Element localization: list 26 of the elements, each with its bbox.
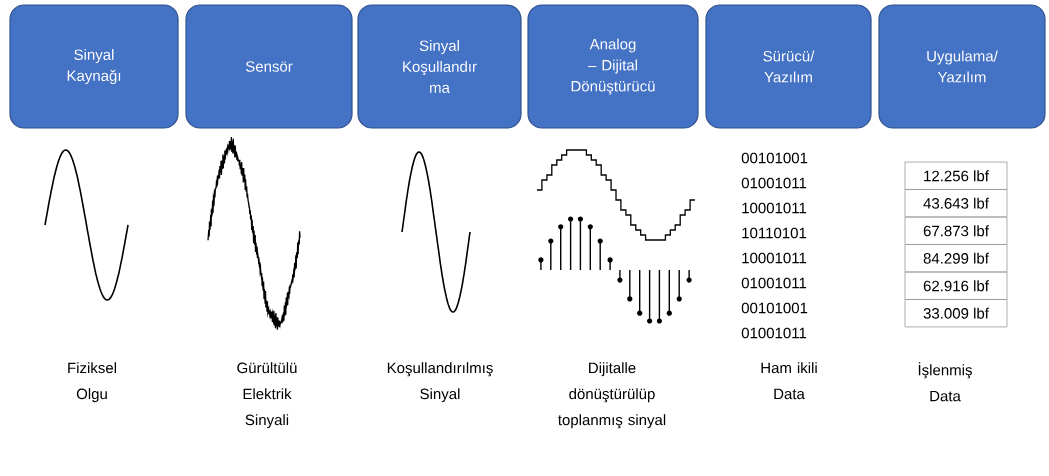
table-cell: 12.256 lbf <box>904 161 1008 190</box>
table-cell: 84.299 lbf <box>904 244 1008 273</box>
caption: Dijitalle dönüştürülüp toplanmış sinyal <box>558 362 666 429</box>
binary-value: 01001011 <box>741 327 807 339</box>
caption: İşlenmiş Data <box>918 362 972 402</box>
table-cell: 33.009 lbf <box>904 299 1008 328</box>
binary-value: 10001011 <box>742 252 807 264</box>
table-cell: 43.643 lbf <box>904 189 1008 218</box>
binary-value: 10110101 <box>742 227 807 239</box>
table-cell: 62.916 lbf <box>904 271 1008 300</box>
binary-value: 00101001 <box>741 302 808 314</box>
binary-value: 00101001 <box>741 152 808 164</box>
process-box: Uygulama/ Yazılım <box>878 4 1046 129</box>
process-box: Sinyal Koşullandır ma <box>357 4 522 129</box>
binary-value: 01001011 <box>741 177 807 189</box>
process-box: Sinyal Kaynağı <box>9 4 179 129</box>
binary-value: 01001011 <box>741 277 807 289</box>
caption: Fiziksel Olgu <box>68 362 116 403</box>
process-box: Sürücü/ Yazılım <box>705 4 872 129</box>
caption: Gürültülü Elektrik Sinyali <box>237 362 297 429</box>
caption: Koşullandırılmış Sinyal <box>387 362 493 403</box>
process-box: Analog – Dijital Dönüştürücü <box>527 4 699 129</box>
binary-value: 10001011 <box>742 202 807 214</box>
table-cell: 67.873 lbf <box>904 216 1008 245</box>
process-box: Sensör <box>185 4 353 129</box>
caption: Ham ikili Data <box>761 362 817 400</box>
